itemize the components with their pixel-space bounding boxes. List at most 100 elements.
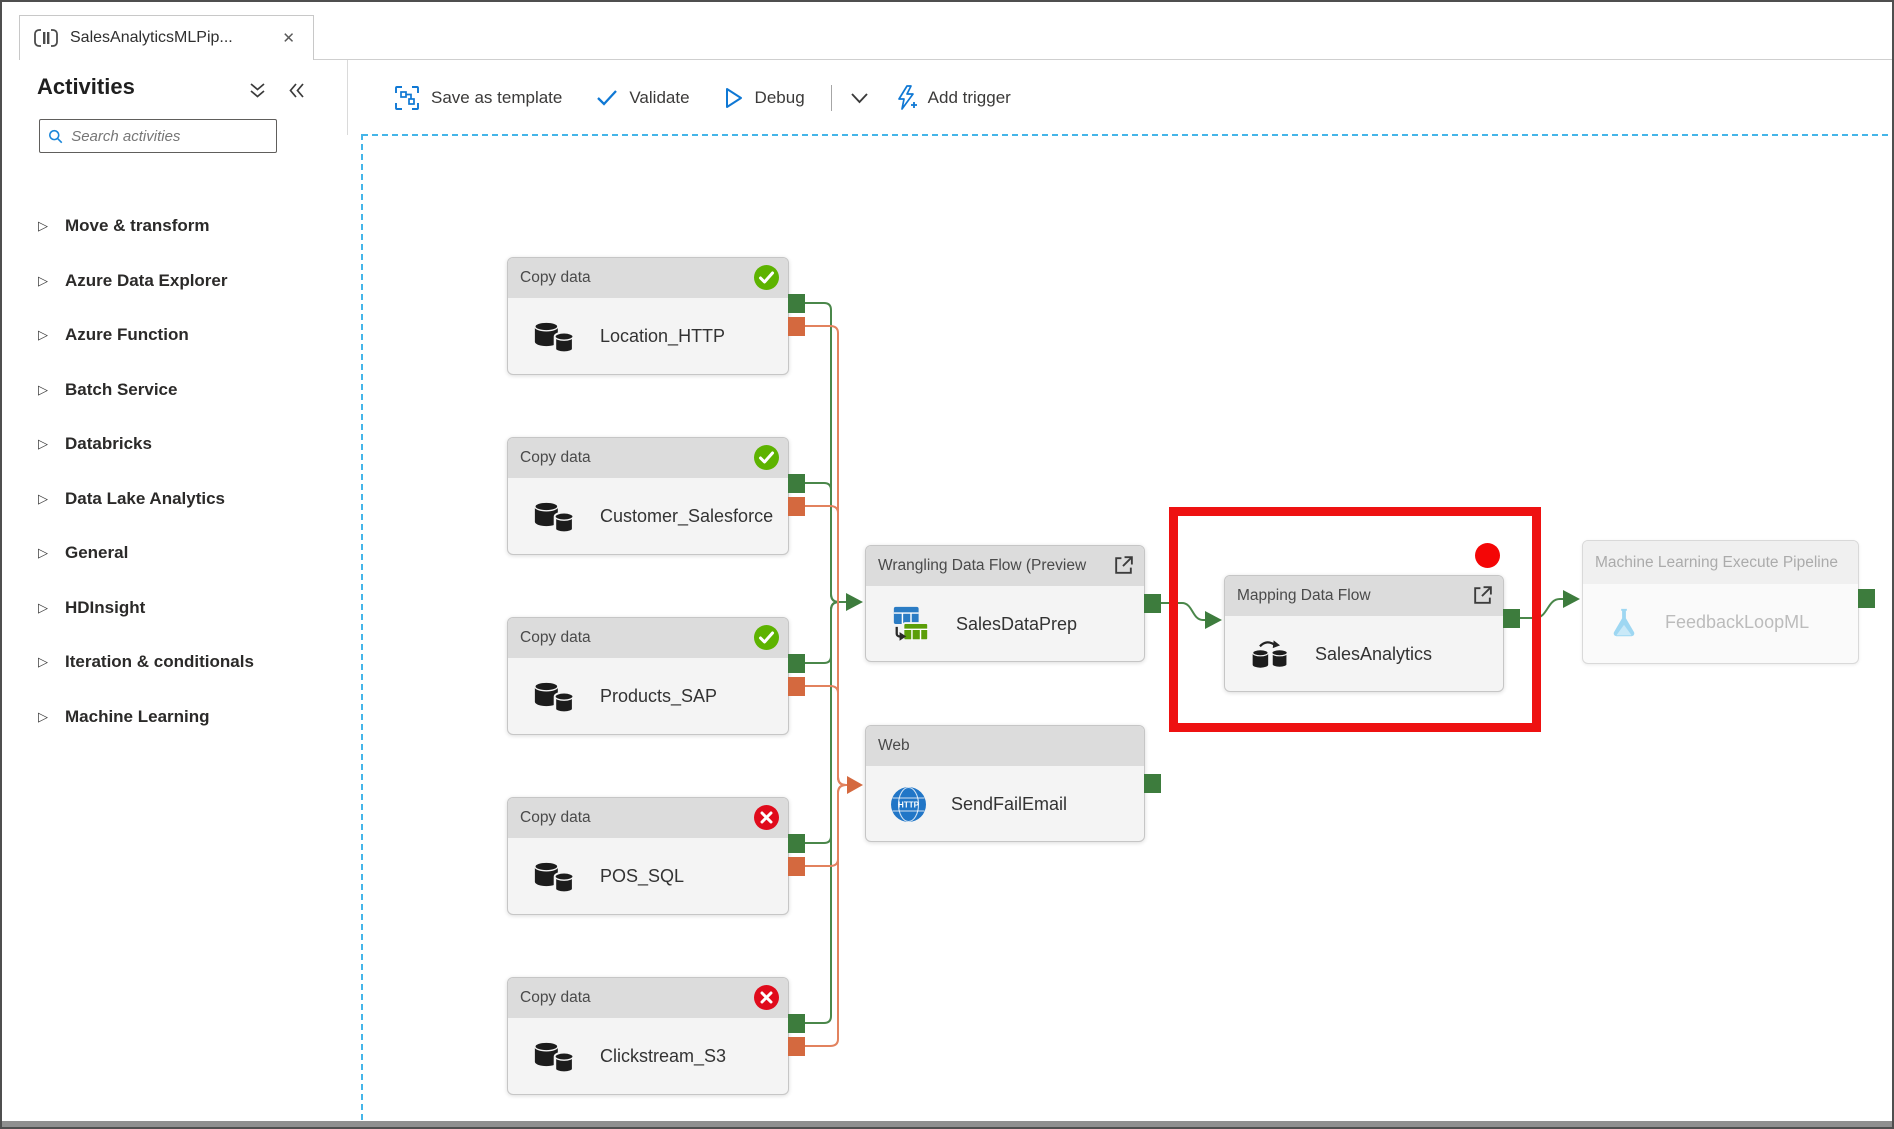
expand-triangle-icon: ▷	[38, 218, 48, 234]
node-type-label: Copy data	[520, 629, 591, 646]
open-in-new-icon[interactable]	[1112, 554, 1135, 582]
expand-triangle-icon: ▷	[38, 436, 48, 452]
activity-name: Location_HTTP	[600, 326, 726, 346]
node-type-label: Web	[878, 737, 910, 754]
canvas-border-top	[362, 134, 1892, 136]
output-port-failure	[788, 317, 805, 336]
sidebar-item-machine-learning[interactable]: ▷ Machine Learning	[38, 706, 210, 726]
expand-triangle-icon: ▷	[38, 381, 48, 397]
node-type-label: Copy data	[520, 989, 591, 1006]
toolbar-separator	[830, 84, 832, 111]
activity-node-mapping-data-flow[interactable]: Mapping Data Flow SalesAnalytics	[1224, 575, 1504, 692]
sidebar-item-general[interactable]: ▷ General	[38, 543, 129, 563]
activity-node-copy-customer-salesforce[interactable]: Copy data Customer_Salesforce	[507, 437, 789, 555]
activities-title: Activities	[37, 74, 135, 99]
activity-name: SendFailEmail	[951, 794, 1068, 814]
sidebar-item-batch-service[interactable]: ▷ Batch Service	[38, 379, 178, 399]
open-in-new-icon[interactable]	[1471, 584, 1494, 612]
status-succeeded-icon	[754, 265, 779, 290]
copy-data-icon	[534, 861, 575, 894]
expand-triangle-icon: ▷	[38, 327, 48, 343]
search-icon	[48, 129, 63, 143]
mapping-data-flow-icon	[1252, 639, 1289, 669]
activity-node-wrangling-data-flow[interactable]: Wrangling Data Flow (Preview SalesDataPr…	[865, 545, 1145, 662]
canvas-border-left	[361, 134, 363, 1121]
output-port-success	[1144, 774, 1161, 793]
machine-learning-icon	[1613, 608, 1635, 636]
pipeline-icon	[34, 29, 58, 47]
copy-data-icon	[534, 501, 575, 534]
check-icon	[597, 89, 618, 106]
activity-node-copy-pos-sql[interactable]: Copy data POS_SQL	[507, 797, 789, 915]
expand-triangle-icon: ▷	[38, 708, 48, 724]
node-type-label: Mapping Data Flow	[1237, 587, 1371, 604]
status-failed-icon	[754, 805, 779, 830]
activity-name: FeedbackLoopML	[1665, 612, 1810, 632]
lightning-plus-icon	[897, 84, 917, 110]
expand-triangle-icon: ▷	[38, 545, 48, 561]
search-input[interactable]	[71, 127, 268, 145]
svg-text:HTTP: HTTP	[898, 801, 920, 810]
pipeline-toolbar: Save as template Validate Debug Add trig…	[362, 60, 1890, 135]
node-type-label: Copy data	[520, 809, 591, 826]
debug-button[interactable]: Debug	[724, 87, 805, 109]
output-port-success	[788, 1014, 805, 1033]
output-port-success	[788, 834, 805, 853]
output-port-success	[788, 474, 805, 493]
activity-node-copy-location-http[interactable]: Copy data Location_HTTP	[507, 257, 789, 375]
output-port-failure	[788, 497, 805, 516]
activity-name: Clickstream_S3	[600, 1046, 727, 1066]
activity-category-list: ▷ Move & transform ▷ Azure Data Explorer…	[38, 199, 337, 744]
output-port-failure	[788, 677, 805, 696]
chevron-down-icon[interactable]	[850, 92, 869, 104]
sidebar-item-azure-function[interactable]: ▷ Azure Function	[38, 325, 189, 345]
sidebar-item-data-lake-analytics[interactable]: ▷ Data Lake Analytics	[38, 488, 225, 508]
search-box	[39, 119, 277, 153]
activity-node-copy-clickstream-s3[interactable]: Copy data Clickstream_S3	[507, 977, 789, 1095]
tab-close-icon[interactable]: ✕	[282, 30, 295, 47]
node-type-label: Machine Learning Execute Pipeline	[1595, 553, 1838, 571]
activity-node-web-sendfailemail[interactable]: Web HTTP SendFailEmail	[865, 725, 1145, 842]
collapse-all-icon[interactable]	[249, 82, 266, 99]
template-icon	[395, 85, 419, 110]
sidebar-item-move-transform[interactable]: ▷ Move & transform	[38, 216, 210, 236]
activity-node-copy-products-sap[interactable]: Copy data Products_SAP	[507, 617, 789, 735]
wrangling-data-flow-icon	[893, 606, 930, 641]
sidebar-item-iteration-conditionals[interactable]: ▷ Iteration & conditionals	[38, 652, 254, 672]
status-failed-icon	[754, 985, 779, 1010]
copy-data-icon	[534, 1041, 575, 1074]
status-succeeded-icon	[754, 445, 779, 470]
tabbar-bottom-border	[314, 59, 1892, 60]
validate-button[interactable]: Validate	[596, 88, 690, 108]
output-port-failure	[788, 1037, 805, 1056]
copy-data-icon	[534, 681, 575, 714]
output-port-success	[1858, 589, 1875, 608]
sidebar-item-databricks[interactable]: ▷ Databricks	[38, 434, 152, 454]
sidebar-item-azure-data-explorer[interactable]: ▷ Azure Data Explorer	[38, 270, 228, 290]
node-type-label: Wrangling Data Flow (Preview	[878, 557, 1087, 574]
add-trigger-button[interactable]: Add trigger	[895, 84, 1011, 111]
window-bottom-edge	[2, 1121, 1892, 1127]
output-port-success	[1144, 594, 1161, 613]
activity-name: POS_SQL	[600, 866, 685, 886]
play-icon	[725, 87, 742, 108]
output-port-failure	[788, 857, 805, 876]
failure-connections	[805, 325, 847, 1047]
collapse-panel-icon[interactable]	[288, 82, 305, 99]
expand-triangle-icon: ▷	[38, 272, 48, 288]
web-http-icon: HTTP	[891, 786, 926, 823]
highlight-dot-annotation	[1475, 543, 1500, 568]
output-port-success	[788, 294, 805, 313]
activity-name: Customer_Salesforce	[600, 506, 774, 526]
node-type-label: Copy data	[520, 269, 591, 286]
sidebar-item-hdinsight[interactable]: ▷ HDInsight	[38, 597, 146, 617]
expand-triangle-icon: ▷	[38, 654, 48, 670]
activity-node-ml-execute-pipeline[interactable]: Machine Learning Execute Pipeline Feedba…	[1582, 540, 1859, 664]
save-as-template-button[interactable]: Save as template	[394, 85, 562, 111]
node-type-label: Copy data	[520, 449, 591, 466]
output-port-success	[1503, 609, 1520, 628]
copy-data-icon	[534, 321, 575, 354]
tab-pipeline[interactable]: SalesAnalyticsMLPip... ✕	[19, 15, 314, 60]
status-succeeded-icon	[754, 625, 779, 650]
